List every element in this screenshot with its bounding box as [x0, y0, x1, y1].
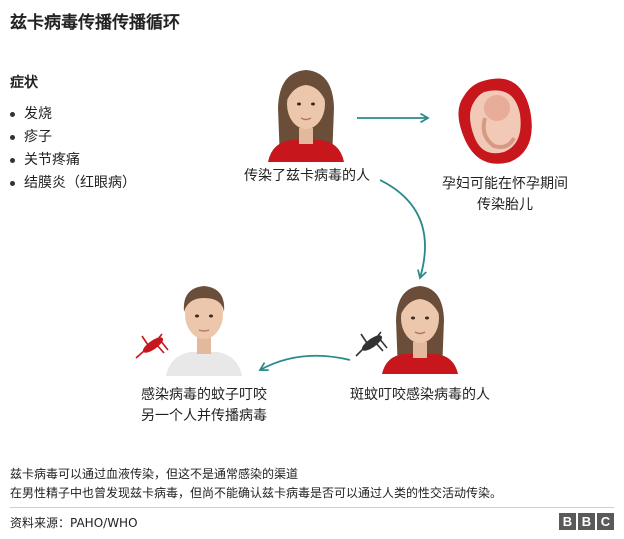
symptom-item: 发烧: [10, 103, 136, 126]
bbc-logo-letter: C: [597, 513, 614, 530]
note-sexual: 在男性精子中也曾发现兹卡病毒，但尚不能确认兹卡病毒是否可以通过人类的性交活动传染…: [10, 486, 503, 500]
label-fetus-line1: 孕妇可能在怀孕期间: [442, 176, 568, 192]
symptom-item: 关节疼痛: [10, 149, 136, 172]
bbc-logo-letter: B: [559, 513, 576, 530]
label-man-line1: 感染病毒的蚊子叮咬: [141, 387, 267, 403]
symptom-item: 结膜炎（红眼病）: [10, 172, 136, 195]
note-blood: 兹卡病毒可以通过血液传染，但这不是通常感染的渠道: [10, 467, 299, 481]
label-infected-person: 传染了兹卡病毒的人: [244, 168, 370, 184]
label-mosquito-bites: 斑蚊叮咬感染病毒的人: [350, 387, 490, 403]
mosquito-red-icon: [135, 333, 169, 359]
label-fetus: 孕妇可能在怀孕期间 传染胎儿: [420, 174, 590, 216]
symptoms-heading: 症状: [10, 75, 38, 91]
bitten-woman-icon: [382, 286, 458, 374]
label-fetus-line2: 传染胎儿: [477, 197, 533, 213]
label-man: 感染病毒的蚊子叮咬 另一个人并传播病毒: [104, 385, 304, 427]
bbc-logo: B B C: [559, 513, 614, 530]
arrow-to-man: [258, 354, 351, 372]
symptoms-list: 发烧 疹子 关节疼痛 结膜炎（红眼病）: [10, 103, 136, 195]
infected-woman-icon: [268, 70, 344, 162]
arrow-to-mosquito: [379, 179, 427, 280]
man-icon: [166, 286, 242, 376]
source-text: 资料来源：PAHO/WHO: [10, 516, 138, 530]
divider: [10, 507, 614, 508]
label-man-line2: 另一个人并传播病毒: [141, 408, 267, 424]
bbc-logo-letter: B: [578, 513, 595, 530]
page-title: 兹卡病毒传播传播循环: [10, 13, 180, 33]
mosquito-dark-icon: [355, 331, 388, 357]
symptom-item: 疹子: [10, 126, 136, 149]
fetus-in-womb-icon: [458, 78, 532, 164]
